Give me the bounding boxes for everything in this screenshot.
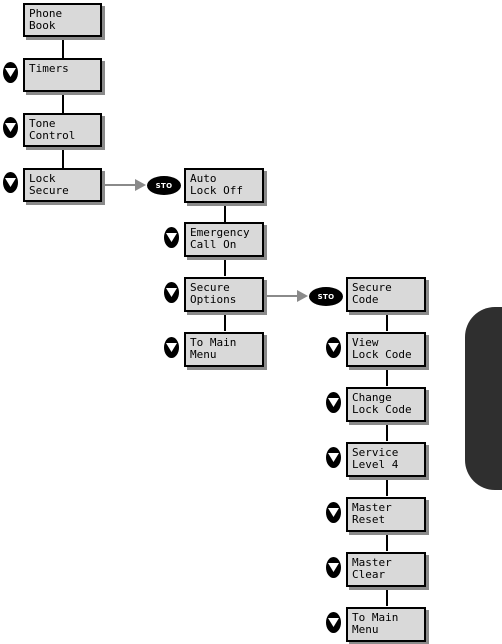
down-arrow-key-icon [164,282,179,303]
down-arrow-key-icon [164,337,179,358]
down-arrow-key-icon [326,447,341,468]
menu-item-to-main-menu: To Main Menu [184,332,264,367]
menu-item-change-lock-code: Change Lock Code [346,387,426,422]
down-arrow-key-icon [326,392,341,413]
menu-item-lock-secure: Lock Secure [23,168,102,202]
side-tab [465,307,502,490]
menu-item-view-lock-code: View Lock Code [346,332,426,367]
menu-item-to-main-menu: To Main Menu [346,607,426,642]
down-arrow-key-icon [3,117,18,138]
sto-key-icon: STO [147,176,181,195]
connector-line [224,311,226,331]
sto-key-icon: STO [309,287,343,306]
menu-item-secure-code: Secure Code [346,277,426,312]
connector-line [386,311,388,331]
menu-item-auto-lock-off: Auto Lock Off [184,168,264,203]
down-arrow-key-icon [3,62,18,83]
menu-item-service-level-4: Service Level 4 [346,442,426,477]
menu-item-emergency-call-on: Emergency Call On [184,222,264,257]
down-arrow-key-icon [164,227,179,248]
arrow-line [104,184,136,186]
menu-item-timers: Timers [23,58,102,92]
down-arrow-key-icon [3,172,18,193]
connector-line [62,36,64,58]
connector-line [386,421,388,441]
down-arrow-key-icon [326,612,341,633]
menu-item-phone-book: Phone Book [23,3,102,37]
menu-item-master-clear: Master Clear [346,552,426,587]
arrow-head-icon [135,179,146,191]
menu-item-master-reset: Master Reset [346,497,426,532]
down-arrow-key-icon [326,337,341,358]
arrow-head-icon [297,290,308,302]
down-arrow-key-icon [326,502,341,523]
connector-line [62,91,64,113]
menu-item-secure-options: Secure Options [184,277,264,312]
arrow-line [265,295,298,297]
connector-line [386,476,388,496]
down-arrow-key-icon [326,557,341,578]
connector-line [224,203,226,222]
connector-line [224,256,226,276]
connector-line [62,147,64,169]
menu-item-tone-control: Tone Control [23,113,102,147]
connector-line [386,586,388,606]
connector-line [386,366,388,386]
connector-line [386,531,388,551]
